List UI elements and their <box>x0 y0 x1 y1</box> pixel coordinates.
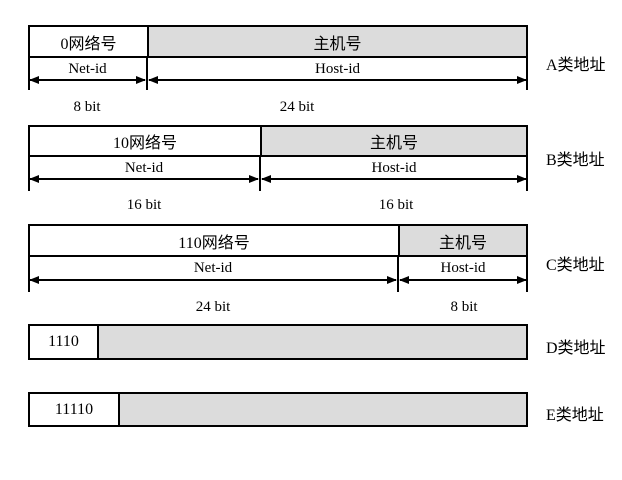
class-c-divider-line <box>397 257 399 292</box>
class-b-netid-label: Net-id <box>124 160 164 176</box>
class-b-host-bits-label: 16 bit <box>378 197 414 213</box>
class-a-hostid-label: Host-id <box>315 61 360 77</box>
class-a-net-bits-label: 8 bit <box>73 99 101 115</box>
class-a-netid-label: Net-id <box>68 61 107 77</box>
class-b-title: B类地址 <box>546 152 605 169</box>
class-c-host-cell-label: 主机号 <box>438 234 487 252</box>
class-e-prefix-cell: 11110 <box>30 394 120 425</box>
class-b-net-bits-label: 16 bit <box>126 197 162 213</box>
class-c-host-bits-label: 8 bit <box>450 299 478 315</box>
class-a-right-boundary-line <box>526 58 528 90</box>
class-b-network-cell: 10网络号 <box>30 127 262 155</box>
class-d-prefix-cell: 1110 <box>30 326 99 358</box>
class-a-host-cell: 主机号 <box>149 27 526 56</box>
class-b-host-cell: 主机号 <box>262 127 526 155</box>
class-a-host-bits-label: 24 bit <box>279 99 315 115</box>
class-b-host-cell-label: 主机号 <box>369 135 418 152</box>
class-a-network-cell-label: 0网络号 <box>60 35 117 53</box>
class-c-net-bits-label: 24 bit <box>195 299 231 315</box>
class-d-title: D类地址 <box>546 340 606 357</box>
class-c-hostid-label: Host-id <box>440 260 486 276</box>
class-a-host-cell-label: 主机号 <box>313 35 362 53</box>
class-d-prefix-bits: 1110 <box>48 333 79 350</box>
class-b-left-boundary-line <box>28 157 30 191</box>
class-a-bar: 0网络号 主机号 <box>28 25 528 58</box>
class-b-divider-line <box>259 157 261 191</box>
class-a-network-cell: 0网络号 <box>30 27 149 56</box>
class-e-bar: 11110 <box>28 392 528 427</box>
class-c-netid-label: Net-id <box>193 260 233 276</box>
class-b-hostid-label: Host-id <box>371 160 417 176</box>
class-a-netid-span-arrow <box>29 76 146 84</box>
class-a-title: A类地址 <box>546 57 606 74</box>
class-c-bar: 110网络号 主机号 <box>28 224 528 257</box>
class-b-network-cell-label: 10网络号 <box>112 135 177 152</box>
class-c-left-boundary-line <box>28 257 30 292</box>
class-c-right-boundary-line <box>526 257 528 292</box>
class-c-network-cell: 110网络号 <box>30 226 400 255</box>
class-b-bar: 10网络号 主机号 <box>28 125 528 157</box>
class-a-left-boundary-line <box>28 58 30 90</box>
class-e-prefix-bits: 11110 <box>54 400 94 418</box>
class-b-hostid-span-arrow <box>261 175 527 183</box>
class-c-title: C类地址 <box>546 257 605 274</box>
class-a-hostid-span-arrow <box>148 76 527 84</box>
class-c-netid-span-arrow <box>29 276 397 284</box>
class-b-right-boundary-line <box>526 157 528 191</box>
class-d-bar: 1110 <box>28 324 528 360</box>
class-d-remainder-cell <box>99 326 526 358</box>
class-a-divider-line <box>146 58 148 90</box>
class-b-netid-span-arrow <box>29 175 259 183</box>
class-e-remainder-cell <box>120 394 526 425</box>
class-c-hostid-span-arrow <box>399 276 527 284</box>
class-e-title: E类地址 <box>546 407 604 424</box>
class-c-host-cell: 主机号 <box>400 226 526 255</box>
class-c-network-cell-label: 110网络号 <box>178 234 250 252</box>
